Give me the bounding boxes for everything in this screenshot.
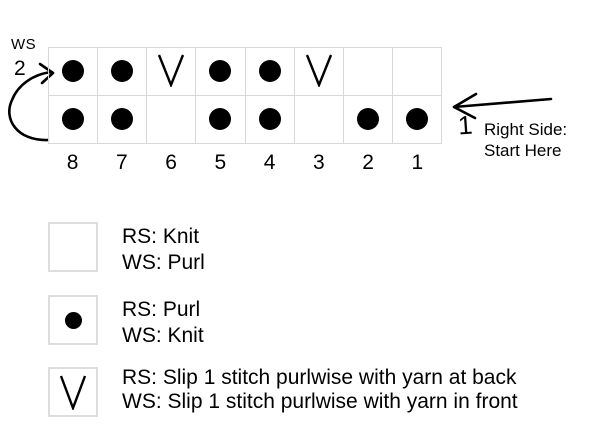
right-side-note-line2: Start Here xyxy=(484,141,562,160)
purl-dot-icon xyxy=(405,107,428,130)
legend-purl-ws-label: WS: Knit xyxy=(122,324,204,347)
slip-v-icon xyxy=(59,375,87,410)
stitch-cell-purl-dot xyxy=(245,48,295,96)
purl-dot-icon xyxy=(62,59,85,82)
column-number-5: 5 xyxy=(214,151,227,174)
right-side-note: Right Side: Start Here xyxy=(484,119,567,161)
stitch-cell-knit-blank xyxy=(343,48,393,96)
column-number-4: 4 xyxy=(263,151,276,174)
knit-blank-symbol xyxy=(48,222,98,272)
purl-dot-icon xyxy=(209,107,232,130)
stitch-cell-purl-dot xyxy=(245,96,295,144)
row-1-arrow-icon xyxy=(452,92,553,120)
slip-v-icon xyxy=(305,54,332,87)
stitch-cell-purl-dot xyxy=(49,96,99,144)
stitch-cell-knit-blank xyxy=(147,96,197,144)
row-1-number: 1 xyxy=(456,109,474,141)
stitch-cell-knit-blank xyxy=(294,96,344,144)
column-number-7: 7 xyxy=(116,151,128,174)
column-numbers: 8 7 6 5 4 3 2 1 xyxy=(48,151,442,175)
purl-dot-icon xyxy=(62,107,85,130)
purl-dot-icon xyxy=(209,59,232,82)
purl-dot-icon xyxy=(258,59,281,82)
stitch-cell-knit-blank xyxy=(392,48,442,96)
stitch-cell-purl-dot xyxy=(98,96,148,144)
row-2-number: 2 xyxy=(14,57,26,80)
stitch-cell-purl-dot xyxy=(392,96,442,144)
column-number-8: 8 xyxy=(66,151,79,174)
slip-v-symbol xyxy=(48,367,98,417)
legend-slip-text: RS: Slip 1 stitch purlwise with yarn at … xyxy=(122,366,518,414)
purl-dot-icon xyxy=(356,107,379,130)
stitch-cell-slip-v xyxy=(147,48,197,96)
legend-knit-rs-label: RS: Knit xyxy=(122,225,200,248)
column-number-2: 2 xyxy=(362,151,374,174)
legend-purl-text: RS: Purl WS: Knit xyxy=(122,297,204,349)
stitch-cell-purl-dot xyxy=(49,48,99,96)
purl-dot-icon xyxy=(258,107,281,130)
column-number-3: 3 xyxy=(313,151,325,174)
legend-slip-ws-label: WS: Slip 1 stitch purlwise with yarn in … xyxy=(122,390,518,413)
purl-dot-icon xyxy=(111,59,134,82)
purl-dot-symbol xyxy=(48,295,98,345)
legend-knit-ws-label: WS: Purl xyxy=(122,251,205,274)
stitch-grid xyxy=(48,47,442,144)
slip-v-icon xyxy=(158,54,185,87)
stitch-cell-purl-dot xyxy=(98,48,148,96)
purl-dot-icon xyxy=(111,107,134,130)
right-side-note-line1: Right Side: xyxy=(484,120,568,139)
column-number-1: 1 xyxy=(411,151,424,174)
purl-dot-icon xyxy=(64,311,82,329)
legend-slip-rs-label: RS: Slip 1 stitch purlwise with yarn at … xyxy=(122,366,517,389)
stitch-cell-purl-dot xyxy=(196,96,246,144)
column-number-6: 6 xyxy=(165,151,177,174)
row-2-curved-arrow-icon xyxy=(8,62,55,142)
stitch-cell-purl-dot xyxy=(343,96,393,144)
stitch-cell-slip-v xyxy=(294,48,344,96)
legend-knit-text: RS: Knit WS: Purl xyxy=(122,224,205,276)
legend-purl-rs-label: RS: Purl xyxy=(122,298,201,321)
stitch-cell-purl-dot xyxy=(196,48,246,96)
ws-label: WS xyxy=(11,36,37,53)
